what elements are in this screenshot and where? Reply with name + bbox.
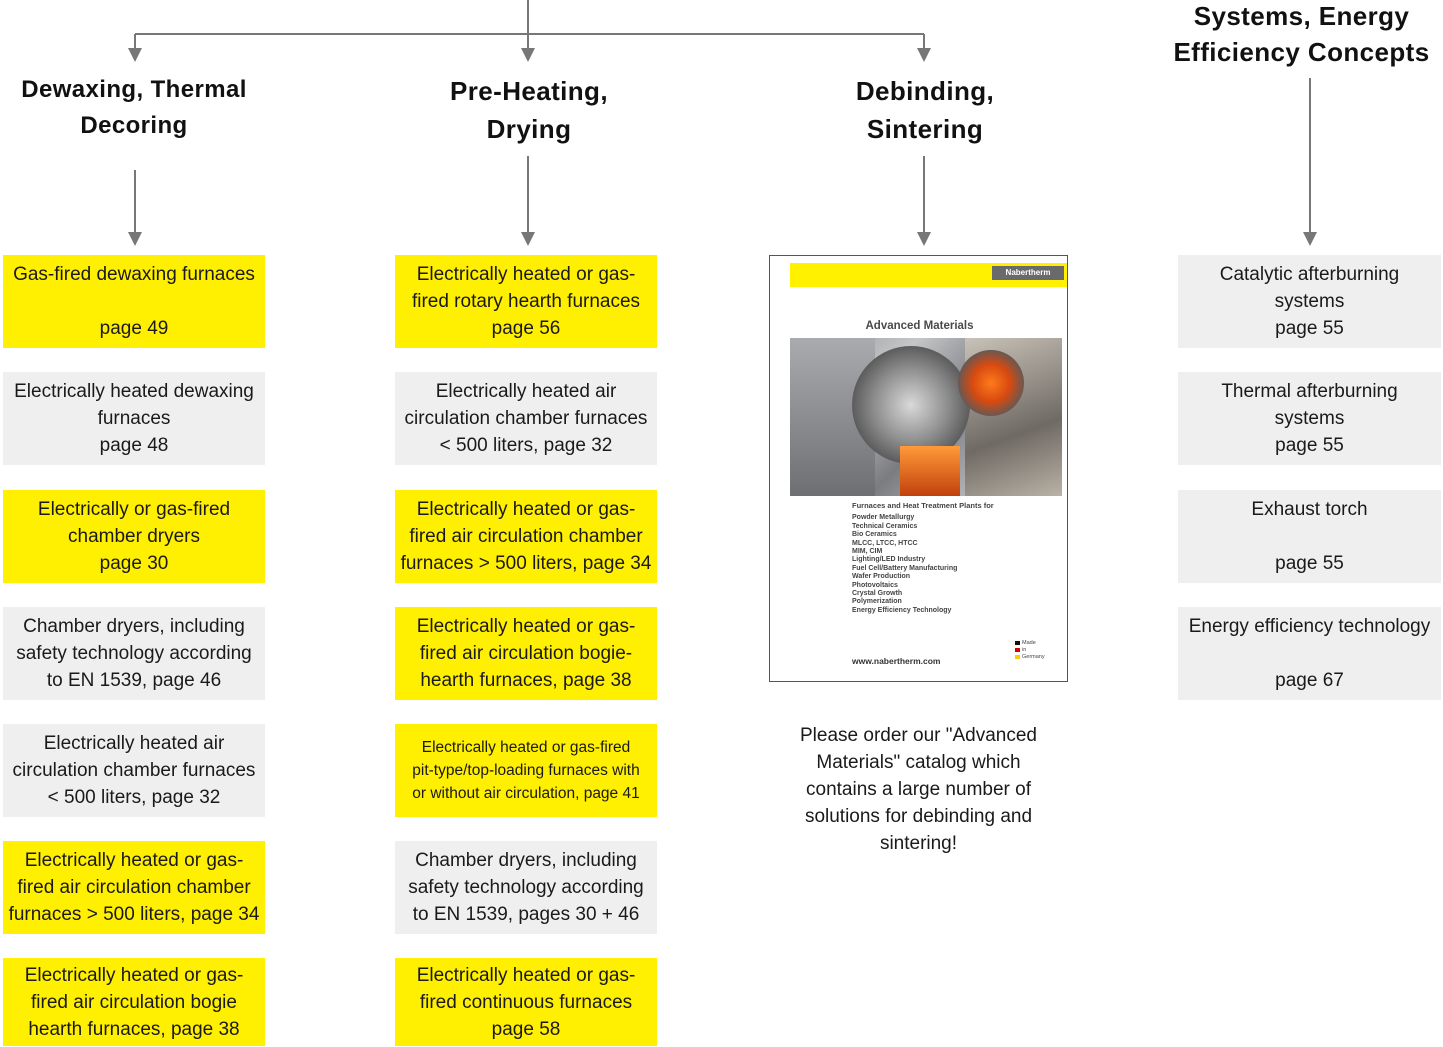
arrowhead-icon xyxy=(917,48,931,62)
product-box[interactable]: Electrically heated or gas- fired air ci… xyxy=(395,607,657,700)
product-box[interactable]: Gas-fired dewaxing furnaces page 49 xyxy=(3,255,265,348)
product-box[interactable]: Electrically heated or gas-fired pit-typ… xyxy=(395,724,657,817)
product-box[interactable]: Chamber dryers, including safety technol… xyxy=(3,607,265,700)
product-box[interactable]: Catalytic afterburning systems page 55 xyxy=(1178,255,1441,348)
arrowhead-icon xyxy=(917,232,931,246)
product-box[interactable]: Electrically heated air circulation cham… xyxy=(395,372,657,465)
product-box[interactable]: Electrically or gas-fired chamber dryers… xyxy=(3,490,265,583)
product-box[interactable]: Electrically heated dewaxing furnaces pa… xyxy=(3,372,265,465)
made-in-germany-badge: Made in Germany xyxy=(1015,640,1045,661)
catalog-title: Advanced Materials xyxy=(865,320,974,332)
product-box[interactable]: Thermal afterburning systems page 55 xyxy=(1178,372,1441,465)
catalog-cover[interactable]: Nabertherm Advanced Materials Furnaces a… xyxy=(769,255,1068,682)
arrowhead-icon xyxy=(128,48,142,62)
product-box[interactable]: Electrically heated or gas- fired air ci… xyxy=(3,958,265,1046)
product-box[interactable]: Electrically heated or gas- fired air ci… xyxy=(395,490,657,583)
product-box[interactable]: Exhaust torch page 55 xyxy=(1178,490,1441,583)
product-box[interactable]: Electrically heated or gas- fired air ci… xyxy=(3,841,265,934)
product-box[interactable]: Energy efficiency technology page 67 xyxy=(1178,607,1441,700)
arrowhead-icon xyxy=(128,232,142,246)
product-box[interactable]: Electrically heated or gas- fired rotary… xyxy=(395,255,657,348)
heading-debinding: Debinding, Sintering xyxy=(855,76,995,144)
arrowhead-icon xyxy=(521,48,535,62)
product-box[interactable]: Electrically heated or gas- fired contin… xyxy=(395,958,657,1046)
heading-systems: Systems, Energy Efficiency Concepts xyxy=(1173,1,1430,67)
heading-dewaxing: Dewaxing, Thermal Decoring xyxy=(21,76,247,139)
catalog-photo xyxy=(790,338,1062,496)
catalog-url: www.nabertherm.com xyxy=(852,656,941,666)
product-box[interactable]: Electrically heated air circulation cham… xyxy=(3,724,265,817)
arrowhead-icon xyxy=(1303,232,1317,246)
heading-preheating: Pre-Heating, Drying xyxy=(450,76,608,144)
catalog-order-note: Please order our "Advanced Materials" ca… xyxy=(800,725,1037,854)
catalog-logo: Nabertherm xyxy=(992,266,1064,280)
product-box[interactable]: Chamber dryers, including safety technol… xyxy=(395,841,657,934)
arrowhead-icon xyxy=(521,232,535,246)
catalog-contents: Furnaces and Heat Treatment Plants for P… xyxy=(852,501,994,614)
